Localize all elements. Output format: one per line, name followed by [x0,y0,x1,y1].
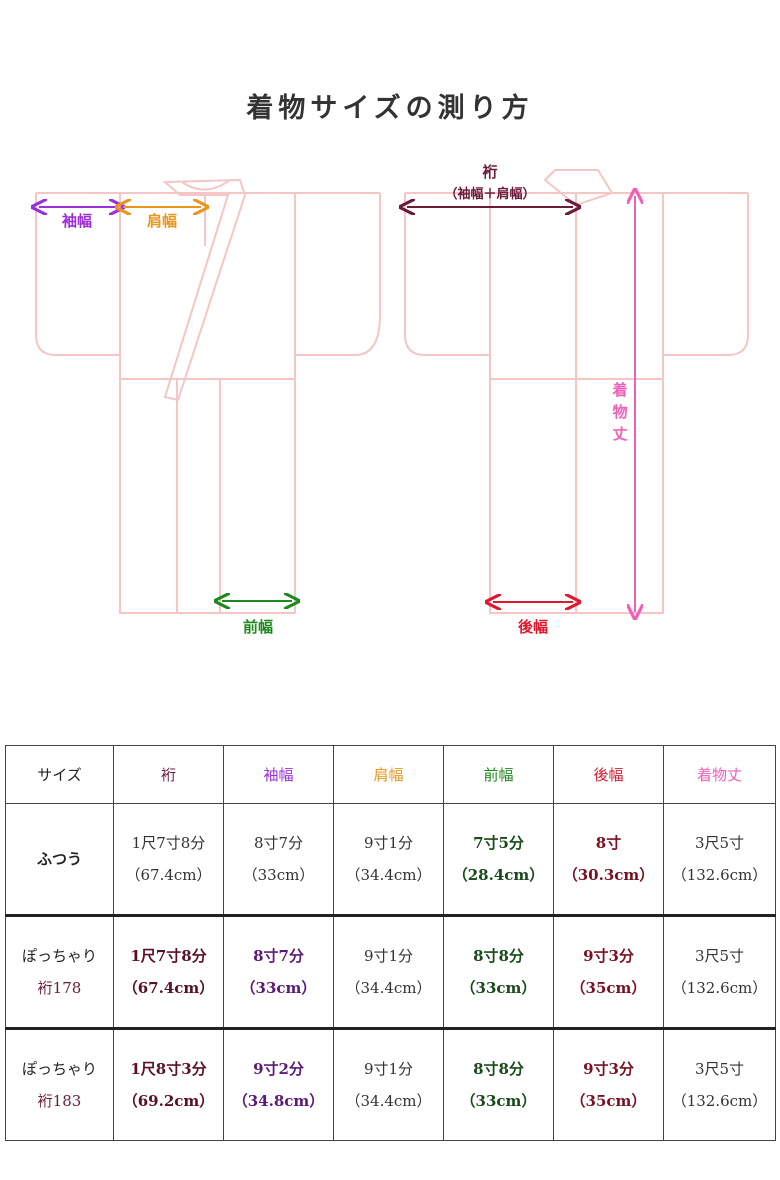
measurement-cell: 1尺7寸8分 （67.4cm） [113,803,224,916]
measurement-cell: 9寸1分 （34.4cm） [333,1027,444,1141]
measurement-cm: （132.6cm） [671,1092,768,1110]
column-header: 着物丈 [663,745,776,804]
column-header: 袖幅 [223,745,334,804]
measurement-cm: （67.4cm） [122,979,215,997]
measurement-cm: （28.4cm） [452,866,545,884]
size-name-cell: ふつう [5,803,114,916]
measurement-cell: 3尺5寸 （132.6cm） [663,1027,776,1141]
measurement-shaku: 8寸8分 [473,947,524,965]
measurement-shaku: 8寸7分 [253,834,304,852]
maehaba-label: 前幅 [243,618,273,636]
measurement-cell: 8寸8分 （33cm） [443,914,554,1029]
katahaba-label: 肩幅 [147,212,177,230]
measurement-cell: 9寸1分 （34.4cm） [333,803,444,916]
measurement-cell: 9寸2分 （34.8cm） [223,1027,334,1141]
yuki-label: 裄 [481,163,497,181]
column-header: 裄 [113,745,224,804]
table-header-row: サイズ裄袖幅肩幅前幅後幅着物丈 [5,745,776,804]
measurement-cell: 3尺5寸 （132.6cm） [663,803,776,916]
measurement-cell: 9寸3分 （35cm） [553,1027,664,1141]
measurement-cm: （132.6cm） [671,866,768,884]
measurement-cell: 8寸8分 （33cm） [443,1027,554,1141]
table-row: ぽっちゃり裄178 1尺7寸8分 （67.4cm） 8寸7分 （33cm） 9寸1分 （34… [5,914,776,1029]
kimono-front [35,178,381,614]
column-header: 前幅 [443,745,554,804]
measurement-shaku: 9寸3分 [583,1060,634,1078]
measurement-shaku: 3尺5寸 [694,1060,745,1078]
table-row: ふつう 1尺7寸8分 （67.4cm） 8寸7分 （33cm） 9寸1分 （34.4cm） 7… [5,803,776,916]
measurement-shaku: 3尺5寸 [694,947,745,965]
size-subname: 裄178 [37,979,82,997]
size-name-cell: ぽっちゃり裄178 [5,914,114,1029]
size-name: ぽっちゃり [21,947,97,965]
column-header: 肩幅 [333,745,444,804]
kimono-measurement-diagram: 袖幅 肩幅 前幅 裄 （袖幅＋肩幅） 後幅 着 物 丈 [0,163,749,636]
sodehaba-label: 袖幅 [62,212,92,230]
measurement-shaku: 9寸3分 [583,947,634,965]
measurement-cm: （30.3cm） [562,866,655,884]
size-table: サイズ裄袖幅肩幅前幅後幅着物丈 ふつう 1尺7寸8分 （67.4cm） 8寸7分 （33… [5,745,776,1141]
measurement-shaku: 9寸2分 [253,1060,304,1078]
measurement-cell: 9寸3分 （35cm） [553,914,664,1029]
measurement-cell: 1尺7寸8分 （67.4cm） [113,914,224,1029]
measurement-shaku: 3尺5寸 [694,834,745,852]
ushirohaba-label: 後幅 [517,618,548,636]
measurement-cm: （33cm） [240,979,317,997]
measurement-cm: （69.2cm） [122,1092,215,1110]
measurement-cm: （67.4cm） [125,866,212,884]
measurement-cm: （33cm） [460,1092,537,1110]
measurement-cm: （34.8cm） [232,1092,325,1110]
measurement-shaku: 1尺7寸8分 [130,947,207,965]
measurement-shaku: 9寸1分 [363,947,414,965]
column-header: サイズ [5,745,114,804]
measurement-cell: 8寸7分 （33cm） [223,914,334,1029]
measurement-shaku: 9寸1分 [363,1060,414,1078]
measurement-shaku: 7寸5分 [473,834,524,852]
measurement-shaku: 9寸1分 [363,834,414,852]
mitake-label-2: 物 [612,403,627,421]
size-name: ふつう [36,850,82,868]
measurement-cell: 9寸1分 （34.4cm） [333,914,444,1029]
measurement-shaku: 1尺8寸3分 [130,1060,207,1078]
table-row: ぽっちゃり裄183 1尺8寸3分 （69.2cm） 9寸2分 （34.8cm） 9寸1分 （… [5,1027,776,1141]
column-header: 後幅 [553,745,664,804]
measurement-cm: （33cm） [460,979,537,997]
measurement-cm: （34.4cm） [345,979,432,997]
page-title: 着物サイズの測り方 [246,93,534,124]
measurement-cm: （33cm） [242,866,315,884]
measurement-shaku: 8寸 [595,834,622,852]
size-name-cell: ぽっちゃり裄183 [5,1027,114,1141]
measurement-cell: 8寸 （30.3cm） [553,803,664,916]
measurement-shaku: 8寸7分 [253,947,304,965]
measurement-cm: （34.4cm） [345,866,432,884]
measurement-cm: （35cm） [570,979,647,997]
kimono-back [404,169,749,614]
size-subname: 裄183 [37,1092,82,1110]
mitake-label-3: 丈 [612,425,627,443]
measurement-cm: （34.4cm） [345,1092,432,1110]
measurement-cell: 3尺5寸 （132.6cm） [663,914,776,1029]
measurement-cell: 1尺8寸3分 （69.2cm） [113,1027,224,1141]
measurement-shaku: 8寸8分 [473,1060,524,1078]
measurement-cell: 7寸5分 （28.4cm） [443,803,554,916]
measurement-shaku: 1尺7寸8分 [131,834,206,852]
yuki-formula-label: （袖幅＋肩幅） [444,186,535,202]
measurement-cell: 8寸7分 （33cm） [223,803,334,916]
mitake-label-1: 着 [611,381,627,399]
size-name: ぽっちゃり [21,1060,97,1078]
measurement-cm: （132.6cm） [671,979,768,997]
measurement-cm: （35cm） [570,1092,647,1110]
